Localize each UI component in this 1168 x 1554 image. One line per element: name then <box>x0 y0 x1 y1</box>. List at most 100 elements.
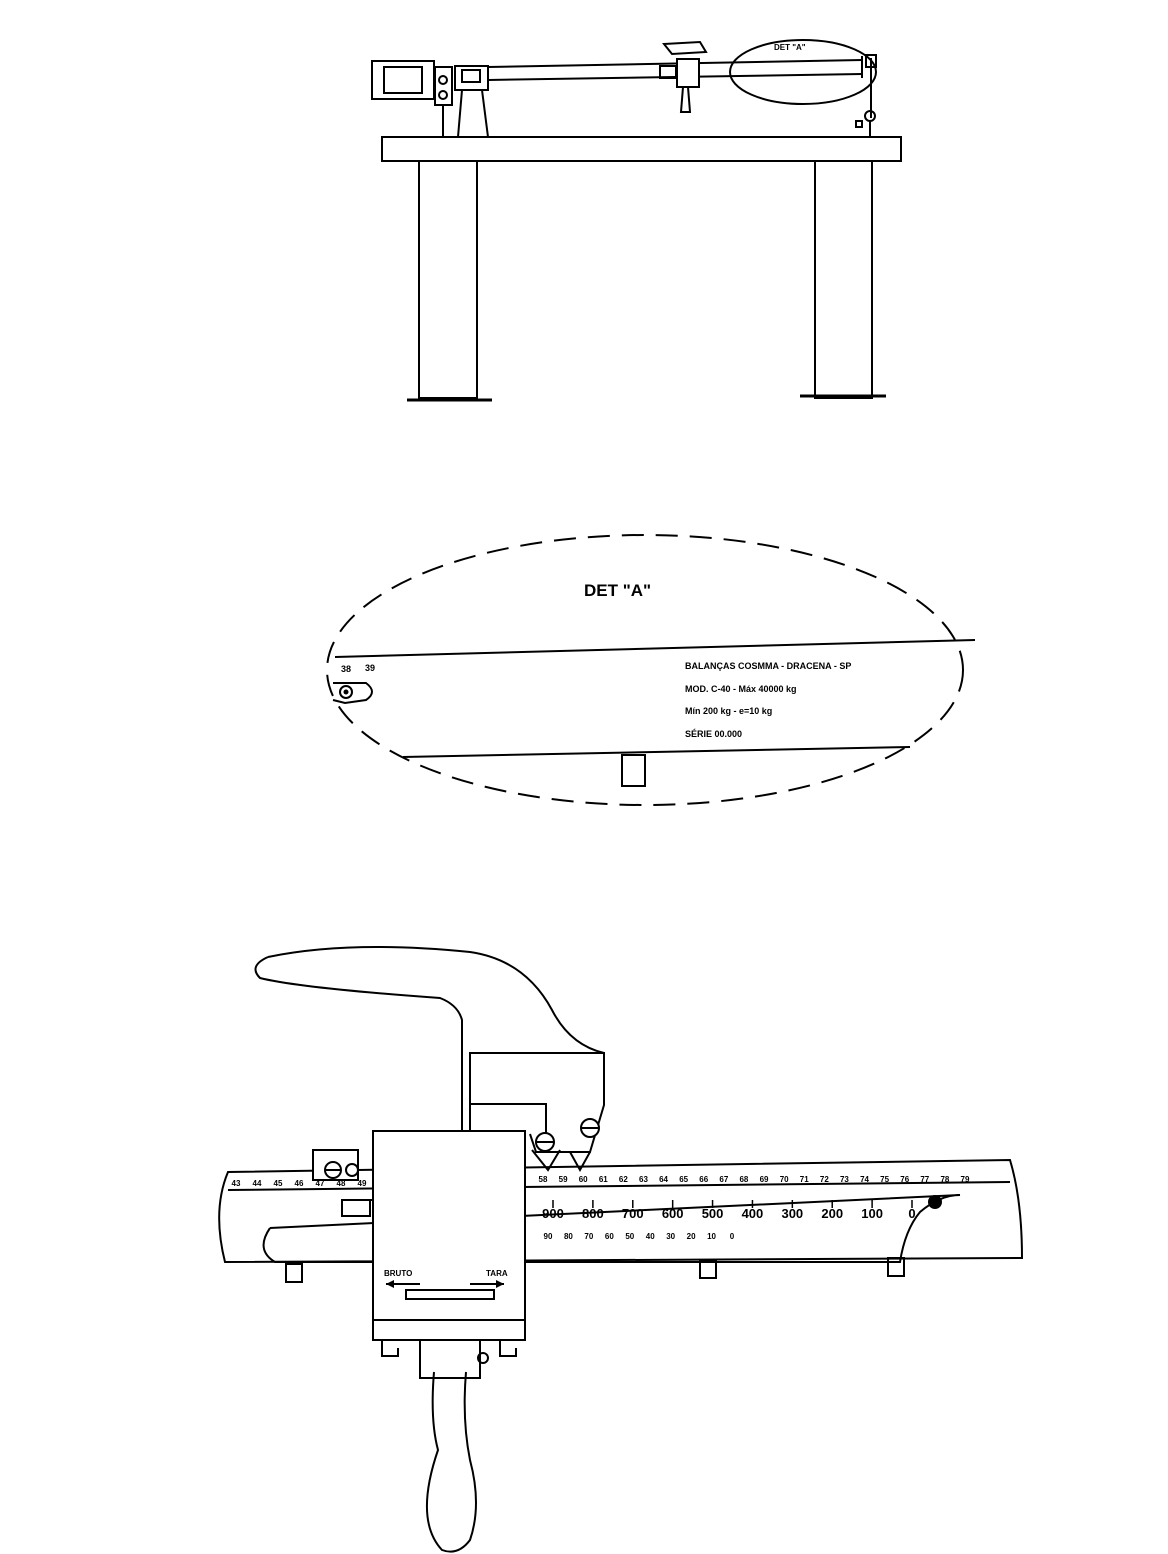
upper-scale-left-label: 48 <box>337 1179 346 1188</box>
upper-scale-right-label: 76 <box>900 1175 909 1184</box>
upper-scale-right-label: 63 <box>639 1175 648 1184</box>
poise-housing <box>372 1130 526 1341</box>
nameplate-line: BALANÇAS COSMMA - DRACENA - SP <box>685 661 851 671</box>
upper-scale-left-label: 43 <box>232 1179 241 1188</box>
detail-pointer <box>332 682 373 705</box>
upper-scale-right-label: 70 <box>780 1175 789 1184</box>
middle-scale-label: 500 <box>702 1206 724 1221</box>
upper-scale-right-label: 75 <box>880 1175 889 1184</box>
beam-top <box>487 59 863 68</box>
detail-a-ellipse <box>326 534 964 806</box>
lower-scale-label: 80 <box>564 1232 573 1241</box>
upper-scale-right-label: 64 <box>659 1175 668 1184</box>
detail-screw-center <box>343 689 349 695</box>
poise-body <box>676 58 700 88</box>
lower-scale: 90 80 70 60 50 40 30 20 10 0 <box>544 1232 735 1241</box>
middle-scale-label: 100 <box>861 1206 883 1221</box>
hanger-clip <box>865 54 877 68</box>
table-leg-right <box>814 160 873 399</box>
poise-handle-screw-icon <box>477 1352 489 1364</box>
upper-scale-right-label: 67 <box>719 1175 728 1184</box>
upper-scale-right-label: 79 <box>961 1175 970 1184</box>
nameplate-line: MOD. C-40 - Máx 40000 kg <box>685 684 797 694</box>
upper-scale-right-label: 60 <box>579 1175 588 1184</box>
poise-clamp <box>659 65 677 79</box>
knife-edge-right <box>569 1151 591 1173</box>
upper-scale-left-label: 47 <box>316 1179 325 1188</box>
upper-scale-right-label: 68 <box>739 1175 748 1184</box>
upper-scale-right-label: 78 <box>940 1175 949 1184</box>
lower-scale-label: 50 <box>625 1232 634 1241</box>
lower-scale-label: 40 <box>646 1232 655 1241</box>
knife-edge-left <box>531 1149 561 1172</box>
detail-callout-ellipse <box>729 39 877 105</box>
scale-beam <box>218 1158 1024 1264</box>
poise-reading-window <box>405 1289 495 1300</box>
detail-screw-icon <box>339 685 353 699</box>
upper-scale-right-label: 73 <box>840 1175 849 1184</box>
beam-slot <box>262 1194 961 1263</box>
poise-clamp-right <box>499 1340 517 1357</box>
detail-scale-mark: 39 <box>365 663 375 673</box>
detail-beam-top <box>334 639 976 658</box>
upper-scale-right-label: 65 <box>679 1175 688 1184</box>
poise-handle <box>425 1371 477 1553</box>
table-top <box>381 136 902 162</box>
upper-scale-left-label: 49 <box>358 1179 367 1188</box>
upper-scale-right-label: 77 <box>920 1175 929 1184</box>
upper-scale-right-label: 58 <box>539 1175 548 1184</box>
upper-scale-left-label: 44 <box>253 1179 262 1188</box>
poise-lever-top <box>267 946 605 1054</box>
beam-end-screw-icon <box>928 1195 942 1209</box>
lower-scale-label: 30 <box>666 1232 675 1241</box>
beam-detail: BRUTO TARA 43 44 45 46 47 48 49 58 59 60 61 62 63 64… <box>218 946 1024 1553</box>
hanger-nut <box>855 120 863 128</box>
upper-scale-left-label: 45 <box>274 1179 283 1188</box>
tara-label: TARA <box>486 1269 508 1278</box>
middle-scale-label: 200 <box>821 1206 843 1221</box>
nameplate-line: Mín 200 kg - e=10 kg <box>685 706 772 716</box>
detail-a-title: DET "A" <box>584 581 651 600</box>
middle-scale-label: 0 <box>908 1206 915 1221</box>
middle-scale-label: 600 <box>662 1206 684 1221</box>
upper-scale-right-label: 69 <box>760 1175 769 1184</box>
lower-scale-label: 20 <box>687 1232 696 1241</box>
bruto-arrow-icon <box>386 1280 394 1288</box>
indicator-window <box>383 66 423 94</box>
pivot-knob-icon <box>438 90 448 100</box>
beam-foot <box>285 1263 303 1283</box>
beam-foot <box>699 1259 717 1279</box>
detail-beam-bottom <box>402 746 911 758</box>
scale-overview: DET "A" <box>371 39 902 402</box>
fulcrum-window <box>461 69 481 83</box>
poise-lever <box>662 40 708 56</box>
lower-scale-label: 70 <box>584 1232 593 1241</box>
poise-lever-arm <box>254 956 605 1153</box>
beam-foot <box>887 1257 905 1277</box>
lower-scale-label: 0 <box>730 1232 735 1241</box>
poise-handle-mount <box>419 1339 481 1379</box>
slider-base <box>341 1199 371 1217</box>
table-leg-left <box>418 160 478 399</box>
upper-scale-left-label: 46 <box>295 1179 304 1188</box>
lower-scale-label: 10 <box>707 1232 716 1241</box>
lower-scale-label: 60 <box>605 1232 614 1241</box>
upper-scale-right-label: 61 <box>599 1175 608 1184</box>
slider-screw-icon <box>345 1163 359 1177</box>
upper-scale-right-label: 72 <box>820 1175 829 1184</box>
upper-scale-right-label: 71 <box>800 1175 809 1184</box>
poise-clamp-left <box>381 1340 399 1357</box>
upper-scale-left: 43 44 45 46 47 48 49 <box>232 1179 367 1188</box>
upper-scale-right-label: 59 <box>559 1175 568 1184</box>
middle-scale-label: 400 <box>742 1206 764 1221</box>
lower-scale-label: 90 <box>544 1232 553 1241</box>
upper-scale-right-label: 62 <box>619 1175 628 1184</box>
nameplate-line: SÉRIE 00.000 <box>685 729 742 739</box>
bruto-label: BRUTO <box>384 1269 412 1278</box>
middle-scale-label: 900 <box>542 1206 564 1221</box>
detail-a: DET "A" 38 39 BALANÇAS COSMMA - DRACENA … <box>326 534 976 806</box>
upper-scale-right-label: 66 <box>699 1175 708 1184</box>
detail-scale-mark: 38 <box>341 664 351 674</box>
